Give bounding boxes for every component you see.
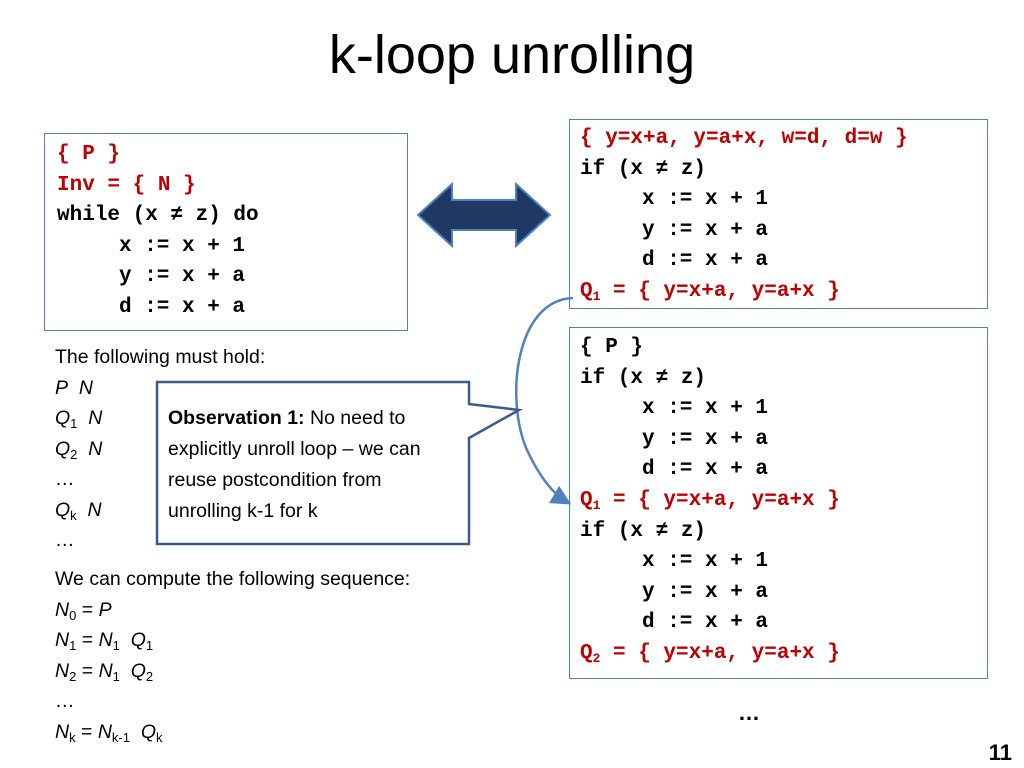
post-label: Q [580,641,593,665]
row-lhs-sub: 1 [70,416,78,431]
seq-a: N [98,629,113,651]
seq-eq: = [76,629,99,651]
if-stmt: d := x + a [642,458,769,482]
row-rhs: N [88,437,103,460]
sequence-heading: We can compute the following sequence: [55,568,411,590]
if-header: if (x ≠ z) [580,366,707,390]
page-number: 11 [988,740,1012,765]
seq-a-sub: 1 [112,638,120,653]
assumption-line: { y=x+a, y=a+x, w=d, d=w } [580,127,908,150]
if-header: if (x ≠ z) [580,157,707,181]
seq-b-sub: 1 [145,638,154,653]
slide-title: k-loop unrolling [328,25,696,85]
seq-a: N [97,720,112,743]
if-stmt: d := x + a [642,249,769,273]
post-index: 1 [592,497,601,513]
post-rest: = { y=x+a, y=a+x } [600,488,840,512]
row-rhs: N [88,407,103,429]
seq-lhs-sub: 0 [69,607,77,623]
row-lhs: Q [55,407,71,429]
seq-lhs: N [55,598,70,621]
callout-shape [155,380,523,546]
while-header: while (x ≠ z) do [57,204,259,228]
seq-b: Q [130,629,146,651]
observation-text: No need to explicitly unroll loop – we c… [168,407,421,522]
row-lhs-sub: 2 [70,446,78,462]
must-hold-heading: The following must hold: [55,346,266,368]
observation-title: Observation 1: [168,407,305,429]
seq-eq: = [76,598,99,621]
if-stmt: x := x + 1 [642,188,769,212]
observation-callout: Observation 1: No need to explicitly unr… [158,383,470,545]
if-stmt: y := x + a [642,218,769,242]
if-stmt: d := x + a [642,611,769,635]
loop-stmt: x := x + 1 [119,234,246,258]
precondition-line: { P } [57,143,121,166]
seq-lhs-sub: 2 [69,668,77,684]
seq-b: Q [130,659,146,682]
post-index: 2 [592,650,601,666]
post-rest: = { y=x+a, y=a+x } [600,641,840,665]
must-hold-row: Qk N [55,495,265,526]
must-hold-row: Q2 N [55,434,265,465]
postcondition-line: Q1 = { y=x+a, y=a+x } [580,486,987,517]
must-hold-row: Q1 N [55,403,265,434]
row-lhs-sub: k [70,507,77,523]
must-hold-row: P N [55,373,265,404]
seq-eq: = [76,659,99,682]
seq-rhs: P [98,598,112,621]
sequence-row: N1 = N1 Q1 [55,625,410,656]
precondition-line: { P } [580,336,644,359]
seq-b-sub: 2 [145,668,154,684]
seq-lhs: N [55,720,70,743]
seq-b: Q [140,720,156,743]
unrolled-twice-box: { P } if (x ≠ z) x := x + 1 y := x + a d… [569,327,988,679]
if-stmt: y := x + a [642,580,769,604]
seq-a-sub: k-1 [111,729,130,745]
ellipsis: … [55,690,75,712]
connector-arrow-icon [515,296,574,505]
continuation-ellipsis: … [738,700,760,725]
seq-eq: = [75,720,98,743]
row-lhs: Q [55,498,71,521]
seq-a-sub: 1 [112,668,120,684]
row-rhs: N [87,498,102,521]
seq-a: N [98,659,113,682]
post-index: 1 [592,288,601,304]
double-arrow-icon [416,181,552,249]
if-header: if (x ≠ z) [580,519,707,543]
postcondition-line: Q1 = { y=x+a, y=a+x } [580,277,987,308]
invariant-line: Inv = { N } [57,173,196,197]
seq-lhs-sub: k [69,729,76,745]
sequence-block: We can compute the following sequence: N… [55,564,410,747]
loop-stmt: d := x + a [119,295,246,319]
if-stmt: y := x + a [642,427,769,451]
post-label: Q [580,279,593,303]
loop-code-box: { P } Inv = { N } while (x ≠ z) do x := … [44,133,408,331]
ellipsis: … [55,529,75,551]
ellipsis: … [55,468,75,490]
postcondition-line: Q2 = { y=x+a, y=a+x } [580,639,987,670]
sequence-row: Nk = Nk-1 Qk [55,717,410,748]
must-hold-block: The following must hold: P N Q1 N Q2 N …… [55,342,265,556]
seq-lhs: N [55,659,70,682]
post-label: Q [580,488,593,512]
post-rest: = { y=x+a, y=a+x } [600,279,840,303]
if-stmt: x := x + 1 [642,550,769,574]
seq-lhs-sub: 1 [69,638,77,653]
sequence-row: N0 = P [55,595,410,626]
row-rhs: N [78,376,93,399]
row-lhs: P [55,376,69,399]
loop-stmt: y := x + a [119,265,246,289]
unrolled-once-box: { y=x+a, y=a+x, w=d, d=w } if (x ≠ z) x … [569,119,988,309]
if-stmt: x := x + 1 [642,397,769,421]
row-lhs: Q [55,437,71,460]
seq-b-sub: k [156,729,163,745]
seq-lhs: N [55,629,70,651]
sequence-row: N2 = N1 Q2 [55,656,410,687]
